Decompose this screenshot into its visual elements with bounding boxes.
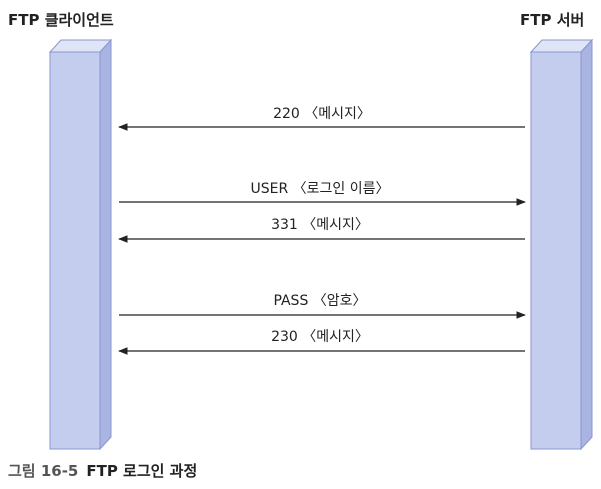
message-label: 331 〈메시지〉: [271, 217, 369, 233]
message-label: 220 〈메시지〉: [273, 106, 371, 122]
message-230: 230 〈메시지〉: [118, 329, 525, 355]
message-label: PASS 〈암호〉: [273, 293, 366, 309]
message-label: 230 〈메시지〉: [271, 329, 369, 345]
client-lifeline: [48, 38, 113, 451]
server-lifeline: [529, 38, 594, 451]
message-label: USER 〈로그인 이름〉: [250, 181, 389, 197]
server-label: FTP 서버: [520, 11, 584, 29]
message-220: 220 〈메시지〉: [118, 106, 525, 131]
figure-title: FTP 로그인 과정: [86, 462, 198, 480]
message-pass: PASS 〈암호〉: [119, 293, 526, 319]
figure-caption: 그림 16-5 FTP 로그인 과정: [8, 460, 197, 481]
message-user: USER 〈로그인 이름〉: [119, 181, 526, 206]
client-label: FTP 클라이언트: [8, 11, 114, 29]
figure-number: 그림 16-5: [8, 462, 79, 480]
message-331: 331 〈메시지〉: [118, 217, 525, 243]
